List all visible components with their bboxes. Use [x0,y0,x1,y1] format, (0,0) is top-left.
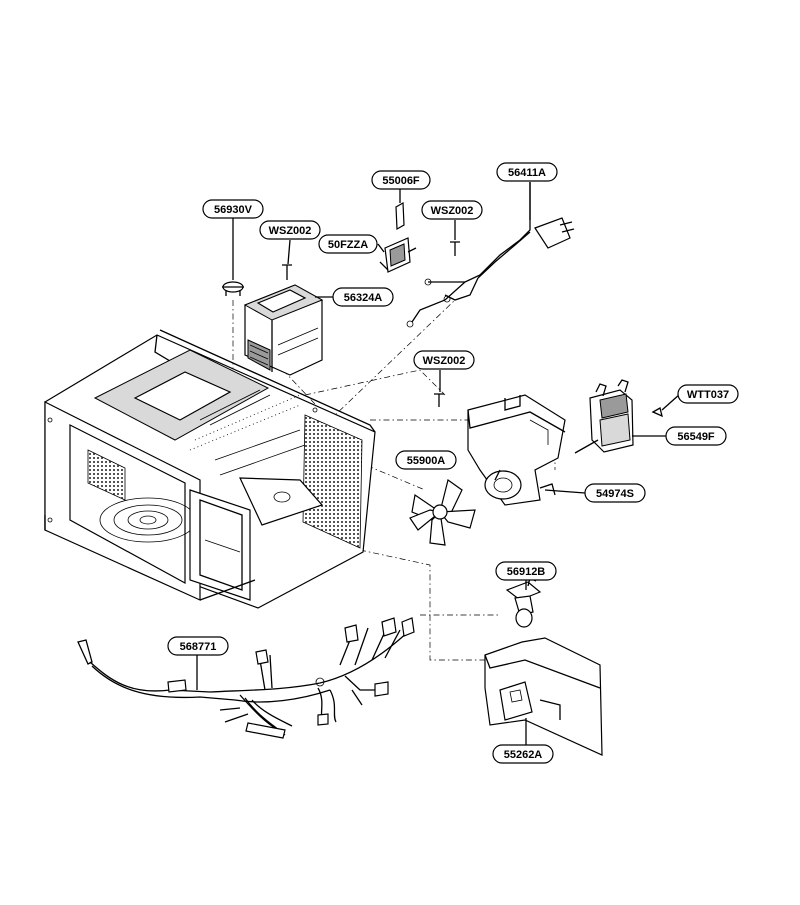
callout-56930V: 56930V [202,199,264,219]
power-cord-part [406,182,575,328]
callout-55006F-text: 55006F [382,175,420,187]
callout-56549F-text: 56549F [677,431,715,443]
callout-55262A-text: 55262A [504,749,543,761]
callout-56912B-text: 56912B [507,566,546,578]
callout-50FZZA: 50FZZA [318,234,378,254]
callout-568771-text: 568771 [180,641,217,653]
callout-WSZ002-b-text: WSZ002 [431,205,474,217]
callout-WSZ002-b: WSZ002 [421,200,483,220]
callout-55900A-text: 55900A [407,455,446,467]
callout-WSZ002-c-text: WSZ002 [423,355,466,367]
callout-WSZ002-c: WSZ002 [413,350,475,370]
oven-chassis [44,329,376,609]
fan-blade-part [409,478,476,546]
callout-56324A: 56324A [332,287,394,307]
screw-c [434,393,444,407]
callout-56912B: 56912B [495,561,557,581]
control-bracket-part [484,637,603,756]
callout-56930V-text: 56930V [214,204,253,216]
callout-54974S-text: 54974S [596,488,634,500]
fuse-part [395,201,405,231]
callout-WTT037: WTT037 [677,384,739,404]
callout-568771: 568771 [167,636,229,656]
callout-56411A: 56411A [496,162,558,182]
callout-55900A: 55900A [395,450,457,470]
screw-a [282,264,292,280]
leader-lines [196,182,681,745]
screw-d [651,407,663,418]
oven-lamp-part [505,577,542,628]
callout-WTT037-text: WTT037 [687,389,729,401]
high-voltage-transformer [243,284,324,376]
callout-56549F: 56549F [665,426,727,446]
callout-54974S: 54974S [584,483,646,503]
callout-55006F: 55006F [371,170,431,190]
fuse-holder-part [379,237,417,273]
fan-bracket-part [467,394,566,506]
callout-56324A-text: 56324A [344,292,383,304]
callout-WSZ002-a-text: WSZ002 [269,225,312,237]
wire-harness-part [77,617,415,739]
screw-b [450,241,460,256]
thermostat-part [222,281,244,296]
callout-55262A: 55262A [492,744,554,764]
callout-56411A-text: 56411A [508,167,546,179]
fan-motor-part [574,379,634,454]
callout-WSZ002-a: WSZ002 [259,220,321,240]
callout-50FZZA-text: 50FZZA [328,239,368,251]
